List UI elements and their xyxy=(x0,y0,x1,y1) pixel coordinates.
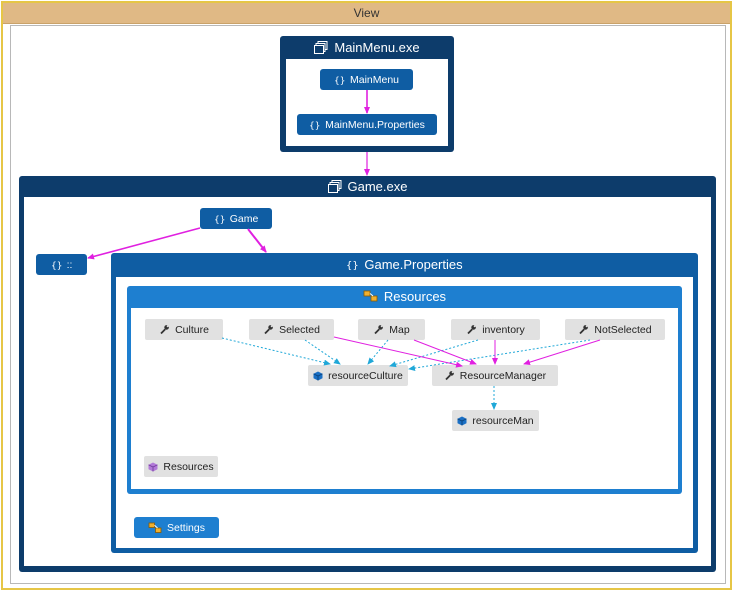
property-inventory[interactable]: inventory xyxy=(451,319,540,340)
svg-text:{}: {} xyxy=(214,215,225,224)
game-exe-title: Game.exe xyxy=(347,178,408,194)
property-inventory-label: inventory xyxy=(482,323,525,336)
property-map[interactable]: Map xyxy=(358,319,425,340)
namespace-mainmenu-properties-label: MainMenu.Properties xyxy=(325,118,425,131)
method-resources-constructor[interactable]: Resources xyxy=(144,456,218,477)
svg-text:{}: {} xyxy=(309,121,320,130)
property-notselected[interactable]: NotSelected xyxy=(565,319,665,340)
namespace-game-label: Game xyxy=(229,212,259,225)
namespace-mainmenu[interactable]: {} MainMenu xyxy=(320,69,413,90)
field-resource-culture-label: resourceCulture xyxy=(328,369,403,382)
mainmenu-exe-title: MainMenu.exe xyxy=(334,39,420,55)
game-properties-header[interactable]: {} Game.Properties xyxy=(111,253,698,275)
field-resource-man-label: resourceMan xyxy=(472,414,534,427)
class-icon xyxy=(363,290,378,303)
namespace-game[interactable]: {} Game xyxy=(200,208,272,229)
method-resources-constructor-label: Resources xyxy=(163,460,214,473)
property-notselected-label: NotSelected xyxy=(594,323,652,336)
namespace-icon: {} xyxy=(214,214,225,224)
namespace-icon: {} xyxy=(346,259,358,270)
assembly-icon xyxy=(327,179,342,193)
namespace-icon: {} xyxy=(334,75,345,85)
wrench-icon xyxy=(373,324,384,335)
method-cube-icon xyxy=(148,462,159,472)
namespace-global[interactable]: {} :: xyxy=(36,254,87,275)
class-icon xyxy=(148,522,162,534)
field-cube-icon xyxy=(457,416,468,426)
game-exe-header[interactable]: Game.exe xyxy=(19,176,716,196)
namespace-icon: {} xyxy=(51,260,62,270)
class-settings-label: Settings xyxy=(167,521,205,534)
namespace-mainmenu-properties[interactable]: {} MainMenu.Properties xyxy=(297,114,437,135)
property-resource-manager[interactable]: ResourceManager xyxy=(432,365,558,386)
svg-text:{}: {} xyxy=(334,76,345,85)
property-selected-label: Selected xyxy=(279,323,320,336)
field-cube-icon xyxy=(313,371,323,381)
field-resource-culture[interactable]: resourceCulture xyxy=(308,365,408,386)
resources-class-header[interactable]: Resources xyxy=(127,286,682,307)
property-map-label: Map xyxy=(389,323,410,336)
namespace-global-label: :: xyxy=(66,258,73,271)
namespace-icon: {} xyxy=(309,120,320,130)
namespace-mainmenu-label: MainMenu xyxy=(349,73,400,86)
wrench-icon xyxy=(466,324,477,335)
wrench-icon xyxy=(578,324,589,335)
wrench-icon xyxy=(263,324,274,335)
wrench-icon xyxy=(444,370,455,381)
property-resource-manager-label: ResourceManager xyxy=(459,369,547,382)
resources-class-title: Resources xyxy=(383,289,447,304)
assembly-icon xyxy=(314,40,328,54)
svg-text:{}: {} xyxy=(346,260,358,270)
class-settings[interactable]: Settings xyxy=(134,517,219,538)
game-properties-title: Game.Properties xyxy=(364,256,463,272)
wrench-icon xyxy=(159,324,170,335)
property-culture[interactable]: Culture xyxy=(145,319,223,340)
svg-text:{}: {} xyxy=(51,261,62,270)
mainmenu-exe-header[interactable]: MainMenu.exe xyxy=(280,36,454,58)
field-resource-man[interactable]: resourceMan xyxy=(452,410,539,431)
property-selected[interactable]: Selected xyxy=(249,319,334,340)
view-title: View xyxy=(3,3,730,24)
property-culture-label: Culture xyxy=(175,323,209,336)
